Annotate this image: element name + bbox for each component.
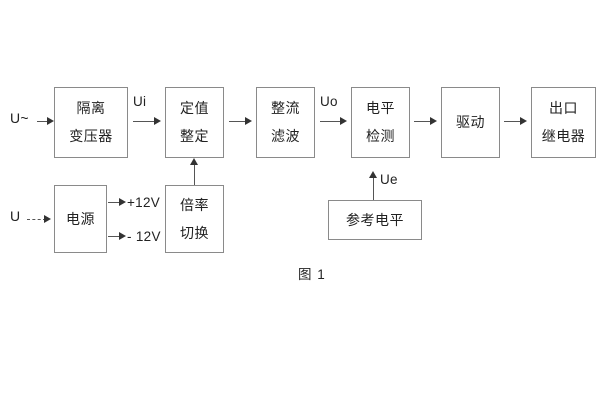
rail-label-negative: - 12V: [127, 229, 161, 244]
input-label-dc: U: [10, 208, 21, 224]
block-drive: 驱动: [441, 87, 500, 158]
connector-level-to-drive: [414, 121, 432, 122]
arrowhead-reference-to-level: [369, 171, 377, 178]
block-ratio-switch-line2: 切换: [180, 224, 209, 241]
block-ratio-switch: 倍率 切换: [165, 185, 224, 253]
block-power-supply: 电源: [54, 185, 107, 253]
block-output-relay: 出口 继电器: [531, 87, 596, 158]
block-rectify-filter: 整流 滤波: [256, 87, 315, 158]
block-setting-value-line1: 定值: [180, 100, 209, 117]
rail-label-positive: +12V: [127, 195, 161, 210]
figure-caption: 图 1: [298, 267, 326, 282]
block-level-detection-line1: 电平: [366, 100, 395, 117]
input-label-ac: U~: [10, 110, 29, 126]
block-level-detection-line2: 检测: [366, 128, 395, 144]
connector-uo: [320, 121, 342, 122]
block-rectify-filter-line2: 滤波: [271, 128, 300, 144]
connector-ac-input: [37, 121, 49, 122]
connector-drive-to-relay: [504, 121, 522, 122]
arrowhead-drive-to-relay: [520, 117, 527, 125]
connector-ratio-to-setting: [194, 165, 195, 185]
block-setting-value: 定值 整定: [165, 87, 224, 158]
block-output-relay-line1: 出口: [549, 100, 578, 117]
block-power-supply-line1: 电源: [66, 210, 95, 227]
connector-rail-negative: [108, 236, 121, 237]
signal-label-ue: Ue: [380, 172, 398, 187]
block-isolation-transformer-line1: 隔离: [76, 100, 106, 117]
arrowhead-uo: [340, 117, 347, 125]
block-isolation-transformer-line2: 变压器: [69, 128, 113, 144]
connector-ui: [133, 121, 156, 122]
block-drive-line1: 驱动: [456, 114, 485, 131]
arrowhead-ui: [154, 117, 161, 125]
block-output-relay-line2: 继电器: [541, 128, 586, 144]
block-reference-level: 参考电平: [328, 200, 422, 240]
block-reference-level-line1: 参考电平: [346, 211, 404, 228]
arrowhead-setting-to-rectify: [245, 117, 252, 125]
arrowhead-rail-positive: [119, 198, 126, 206]
connector-setting-to-rectify: [229, 121, 247, 122]
arrowhead-ratio-to-setting: [190, 158, 198, 165]
block-isolation-transformer: 隔离 变压器: [54, 87, 128, 158]
arrowhead-level-to-drive: [430, 117, 437, 125]
connector-reference-to-level: [373, 178, 374, 200]
arrowhead-ac-input: [47, 117, 54, 125]
arrowhead-rail-negative: [119, 232, 126, 240]
signal-label-ui: Ui: [133, 94, 147, 109]
block-level-detection: 电平 检测: [351, 87, 410, 158]
block-setting-value-line2: 整定: [180, 128, 209, 144]
block-ratio-switch-line1: 倍率: [180, 196, 209, 213]
connector-rail-positive: [108, 202, 121, 203]
signal-label-uo: Uo: [320, 94, 338, 109]
block-rectify-filter-line1: 整流: [271, 100, 300, 117]
arrowhead-dc-input: [44, 215, 51, 223]
connector-dc-input: [27, 219, 46, 220]
